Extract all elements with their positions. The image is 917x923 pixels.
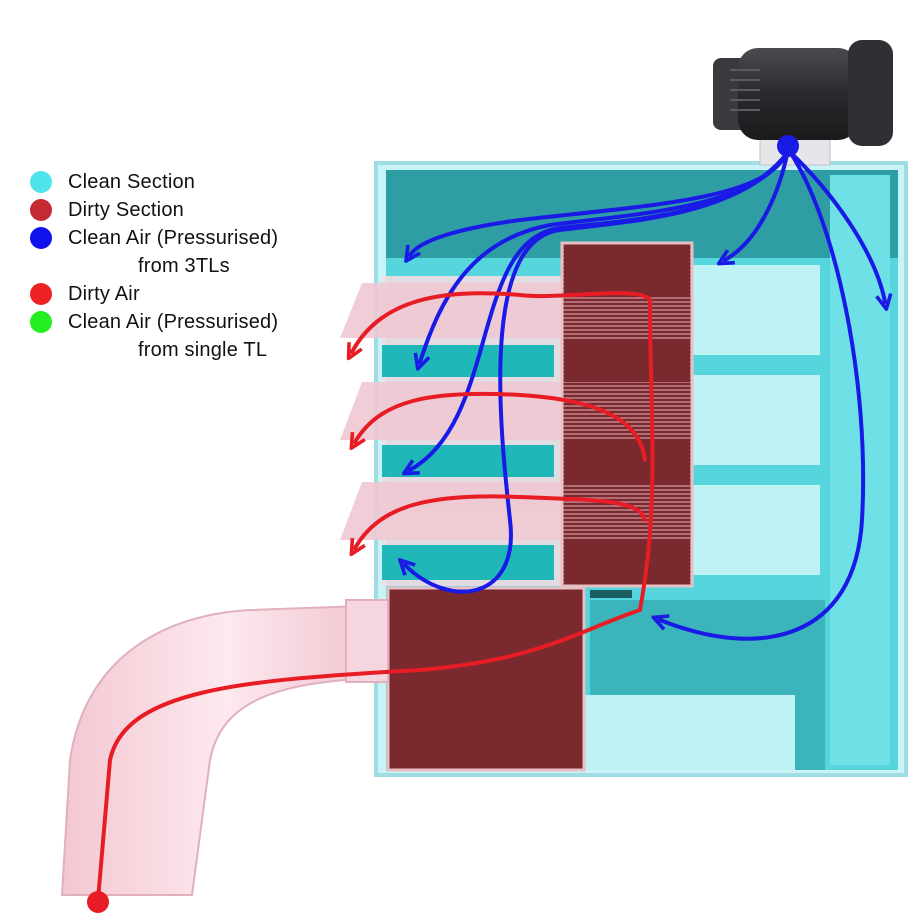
- blower-icon: [713, 40, 893, 166]
- legend-label: Clean Section: [68, 170, 196, 193]
- dirty-air-arrow: [355, 494, 647, 548]
- legend-swatch-clean-air-single-tl: [30, 311, 52, 333]
- legend-label: Clean Air (Pressurised): [68, 310, 279, 333]
- clean-air-arrow: [405, 150, 790, 594]
- clean-chambers: [585, 265, 820, 770]
- legend-swatch-clean-section: [30, 171, 52, 193]
- legend-label: Dirty Air: [68, 282, 140, 305]
- clean-air-arrow: [660, 150, 866, 641]
- legend-subitem-clean-air-3tl: from 3TLs: [30, 252, 278, 280]
- clean-air-arrow: [788, 150, 885, 302]
- legend-swatch-dirty-section: [30, 199, 52, 221]
- inlet-fins: [340, 283, 560, 540]
- dirty-chamber: [386, 586, 632, 772]
- legend-sublabel: from 3TLs: [138, 254, 230, 277]
- legend-swatch-dirty-air: [30, 283, 52, 305]
- legend: Clean Section Dirty Section Clean Air (P…: [30, 168, 278, 364]
- legend-item-clean-section: Clean Section: [30, 168, 278, 196]
- legend-item-dirty-air: Dirty Air: [30, 280, 278, 308]
- inlet-duct: [60, 599, 389, 896]
- dirty-air-flow: [87, 291, 655, 913]
- legend-subitem-clean-air-single-tl: from single TL: [30, 336, 278, 364]
- legend-sublabel: from single TL: [138, 338, 268, 361]
- dirty-air-source-dot: [87, 891, 109, 913]
- legend-label: Dirty Section: [68, 198, 184, 221]
- legend-swatch-clean-air-3tl: [30, 227, 52, 249]
- dirty-air-arrow: [355, 391, 647, 462]
- clean-air-arrow: [725, 148, 790, 260]
- legend-label: Clean Air (Pressurised): [68, 226, 279, 249]
- legend-item-clean-air-3tl: Clean Air (Pressurised): [30, 224, 278, 252]
- clean-air-flow: [405, 135, 885, 641]
- clean-air-source-dot: [777, 135, 799, 157]
- dirty-air-arrow: [96, 291, 655, 902]
- legend-item-clean-air-single-tl: Clean Air (Pressurised): [30, 308, 278, 336]
- legend-item-dirty-section: Dirty Section: [30, 196, 278, 224]
- filter-cartridges: [560, 241, 694, 588]
